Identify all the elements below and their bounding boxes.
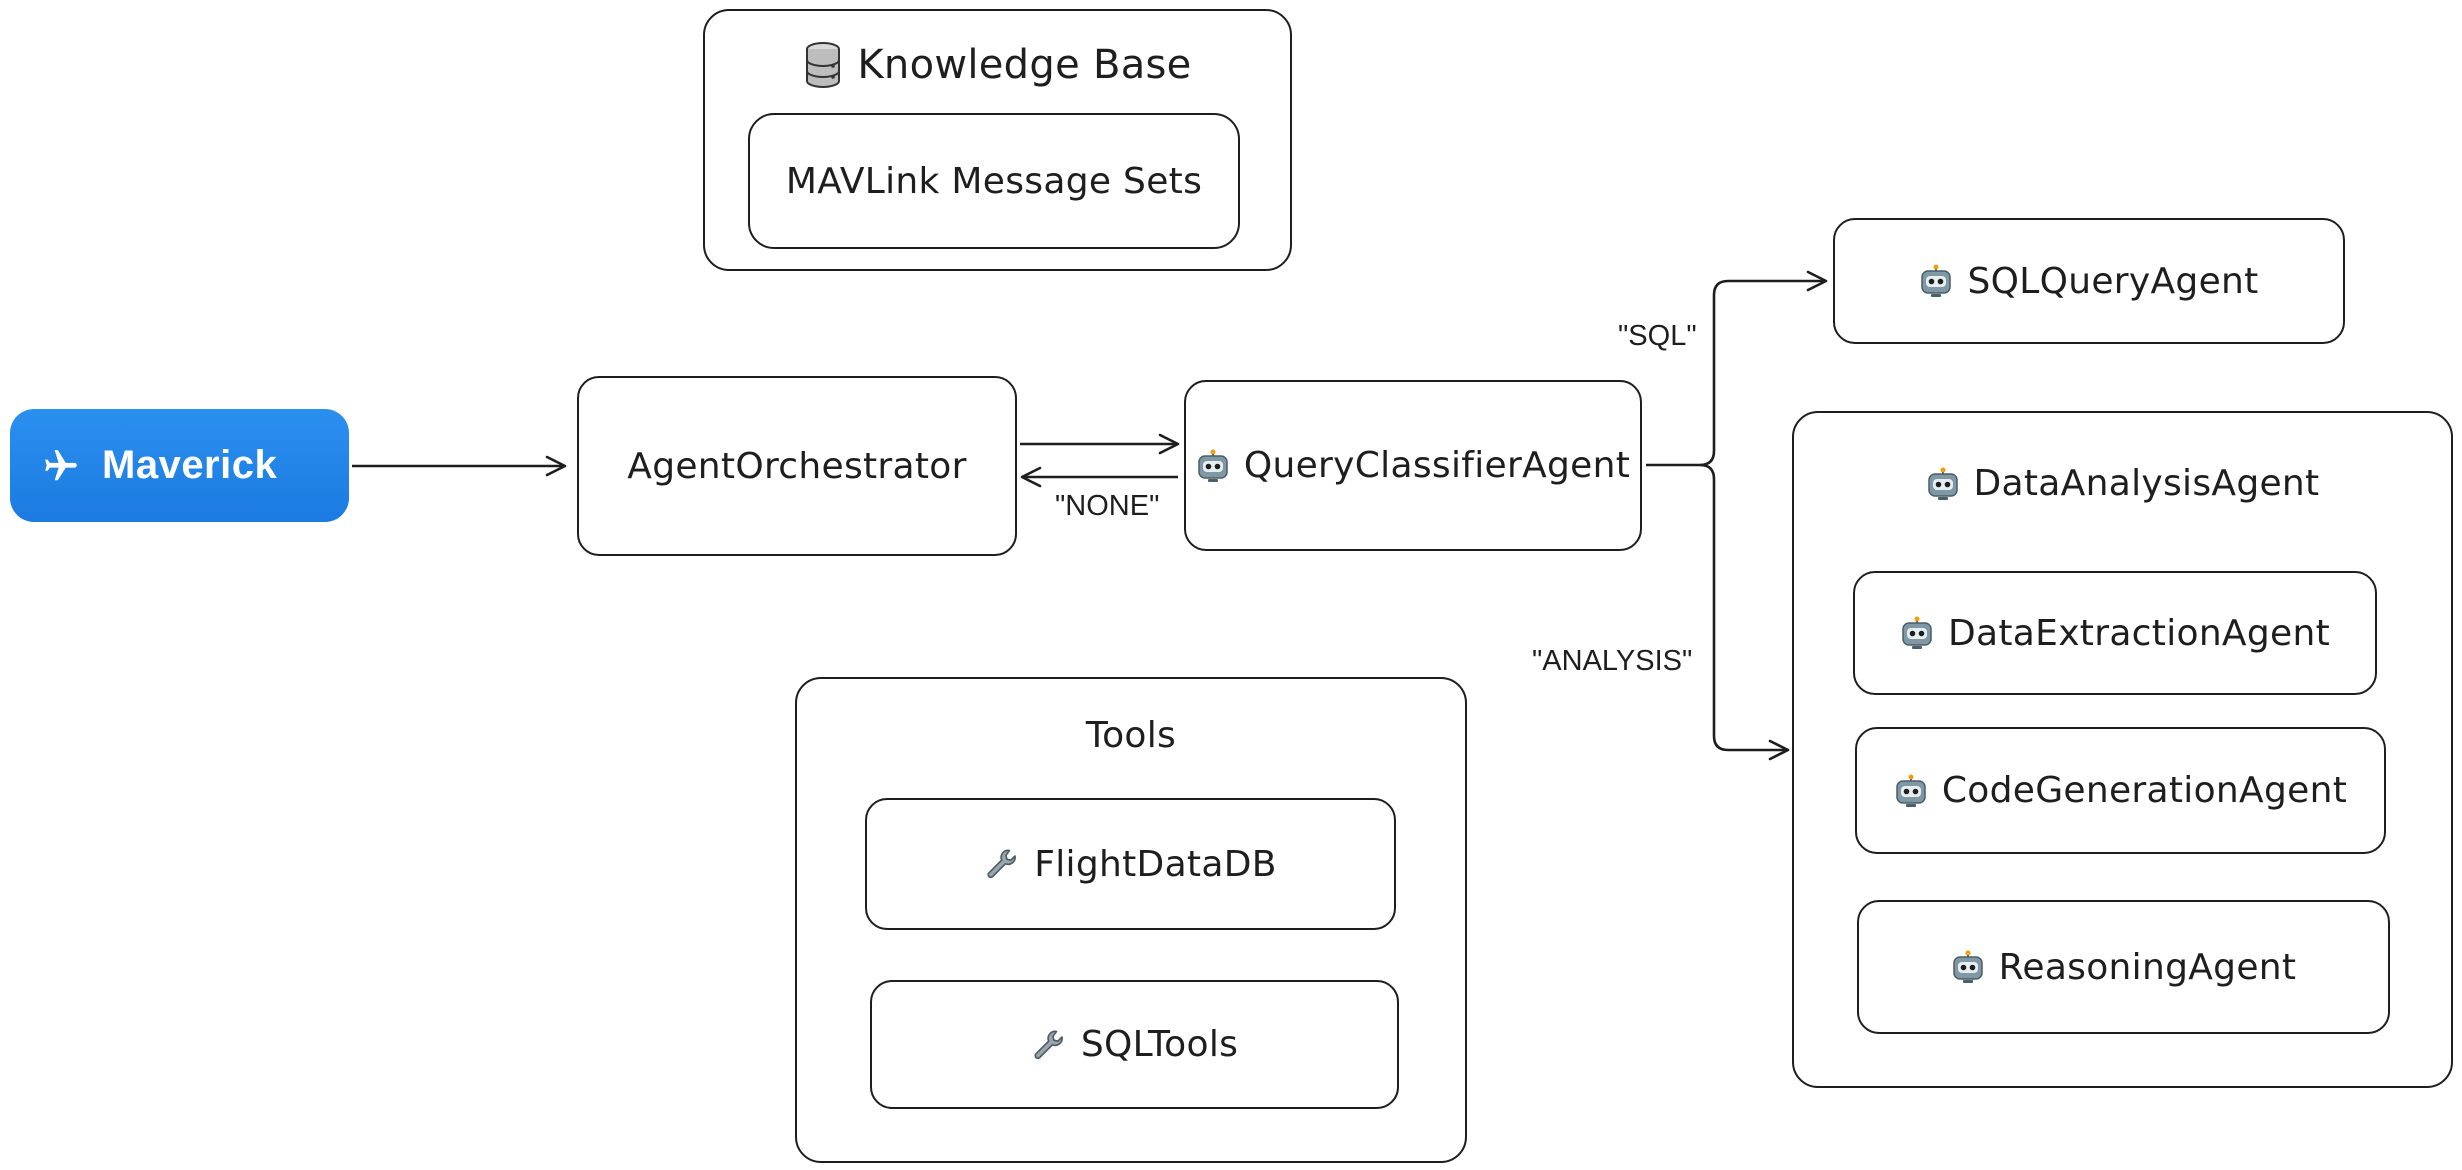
edge-label-none: "NONE" [1055, 490, 1160, 522]
tools-header: Tools [797, 715, 1465, 756]
reasoning-agent-node[interactable]: ReasoningAgent [1857, 900, 2390, 1034]
sql-query-agent-node[interactable]: SQLQueryAgent [1833, 218, 2345, 344]
data-analysis-agent-header: DataAnalysisAgent [1794, 463, 2451, 504]
data-extraction-agent-label: DataExtractionAgent [1948, 612, 2330, 654]
airplane-icon [42, 447, 80, 485]
robot-icon [1951, 950, 1985, 984]
robot-icon [1919, 264, 1953, 298]
agent-orchestrator-label: AgentOrchestrator [627, 445, 967, 487]
database-icon [803, 41, 843, 89]
code-generation-agent-label: CodeGenerationAgent [1941, 770, 2348, 811]
data-extraction-agent-node[interactable]: DataExtractionAgent [1853, 571, 2377, 695]
sql-tools-node[interactable]: SQLTools [870, 980, 1399, 1109]
mavlink-message-sets-box[interactable]: MAVLink Message Sets [748, 113, 1240, 249]
maverick-button[interactable]: Maverick [10, 409, 349, 522]
arrow-classifier-to-analysis [1699, 463, 1790, 761]
wrench-icon [1031, 1027, 1067, 1063]
code-generation-agent-node[interactable]: CodeGenerationAgent [1855, 727, 2386, 854]
agent-orchestrator-node[interactable]: AgentOrchestrator [577, 376, 1017, 556]
edge-label-sql: "SQL" [1618, 320, 1697, 352]
query-classifier-agent-label: QueryClassifierAgent [1243, 445, 1631, 486]
robot-icon [1926, 467, 1960, 501]
sql-tools-label: SQLTools [1080, 1024, 1239, 1065]
maverick-label: Maverick [102, 443, 278, 487]
wrench-icon [984, 846, 1020, 882]
edge-label-analysis: "ANALYSIS" [1532, 645, 1693, 677]
data-analysis-agent-title: DataAnalysisAgent [1973, 463, 2320, 504]
knowledge-base-header: Knowledge Base [705, 41, 1290, 89]
query-classifier-agent-node[interactable]: QueryClassifierAgent [1184, 380, 1642, 551]
tools-title: Tools [1085, 715, 1177, 756]
reasoning-agent-label: ReasoningAgent [1998, 946, 2297, 988]
flight-data-db-node[interactable]: FlightDataDB [865, 798, 1396, 930]
flight-data-db-label: FlightDataDB [1034, 843, 1277, 885]
sql-query-agent-label: SQLQueryAgent [1967, 260, 2259, 302]
robot-icon [1196, 449, 1230, 483]
knowledge-base-title: Knowledge Base [857, 42, 1192, 88]
mavlink-message-sets-label: MAVLink Message Sets [785, 160, 1203, 202]
robot-icon [1894, 774, 1928, 808]
robot-icon [1900, 616, 1934, 650]
